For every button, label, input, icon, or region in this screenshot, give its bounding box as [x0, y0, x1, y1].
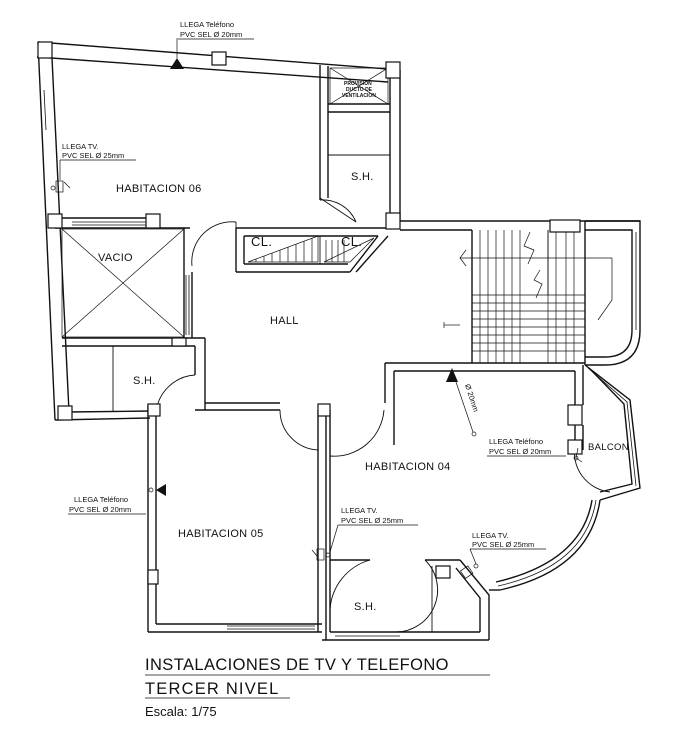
columns: [37, 41, 583, 585]
room-label-cl-2: CL.: [341, 234, 362, 249]
note-conduit-diag: Ø 20mm: [463, 383, 480, 413]
stairs: [459, 220, 641, 366]
drawing-scale: Escala: 1/75: [145, 704, 217, 719]
room-label-vacio: VACIO: [98, 252, 133, 264]
note-tel-hab05-line1: LLEGA Teléfono: [74, 495, 128, 504]
walls: [36, 41, 640, 641]
annotations: LLEGA Teléfono PVC SEL Ø 20mm LLEGA TV. …: [59, 20, 566, 565]
title-block: INSTALACIONES DE TV Y TELEFONO TERCER NI…: [145, 656, 490, 719]
note-tv-left-line1: LLEGA TV.: [62, 142, 99, 151]
note-tel-top-line1: LLEGA Teléfono: [180, 20, 234, 29]
note-tel-hab04-line2: PVC SEL Ø 20mm: [489, 447, 551, 456]
room-labels: HABITACION 06 VACIO HALL S.H. S.H. S.H. …: [98, 171, 629, 613]
room-label-hall: HALL: [270, 315, 299, 327]
room-label-sh-top: S.H.: [351, 171, 374, 183]
telephone-outlet-icon: [170, 58, 184, 69]
room-label-hab05: HABITACION 05: [178, 528, 264, 540]
room-label-hab04: HABITACION 04: [365, 461, 451, 473]
note-tv-right-line1: LLEGA TV.: [472, 531, 509, 540]
telephone-outlet-icon: [446, 368, 458, 382]
tv-outlet-icon: [311, 548, 331, 561]
room-label-hab06: HABITACION 06: [116, 183, 202, 195]
note-tv-mid-line1: LLEGA TV.: [341, 506, 378, 515]
installation-symbols: [50, 38, 583, 579]
note-tv-right-line2: PVC SEL Ø 25mm: [472, 540, 534, 549]
drawing-title: INSTALACIONES DE TV Y TELEFONO: [145, 656, 449, 674]
windows: [43, 89, 400, 637]
room-label-balcon: BALCON: [588, 442, 629, 453]
note-duct-line2: DUCTO DE: [346, 87, 373, 93]
room-label-sh-left: S.H.: [133, 375, 156, 387]
note-duct-line3: VENTILACION: [342, 93, 376, 99]
note-tv-left-line2: PVC SEL Ø 25mm: [62, 151, 124, 160]
balcony: [489, 364, 641, 591]
room-label-cl-1: CL.: [251, 234, 272, 249]
note-duct-line1: PROVISION: [344, 81, 372, 87]
doors: [155, 197, 611, 633]
tv-outlet-icon: [50, 180, 71, 193]
telephone-outlet-icon: [156, 484, 166, 496]
note-tel-top-line2: PVC SEL Ø 20mm: [180, 30, 242, 39]
note-tel-hab05-line2: PVC SEL Ø 20mm: [69, 505, 131, 514]
note-tel-hab04-line1: LLEGA Teléfono: [489, 437, 543, 446]
note-tv-mid-line2: PVC SEL Ø 25mm: [341, 516, 403, 525]
drawing-subtitle: TERCER NIVEL: [145, 680, 280, 698]
room-label-sh-bottom: S.H.: [354, 601, 377, 613]
